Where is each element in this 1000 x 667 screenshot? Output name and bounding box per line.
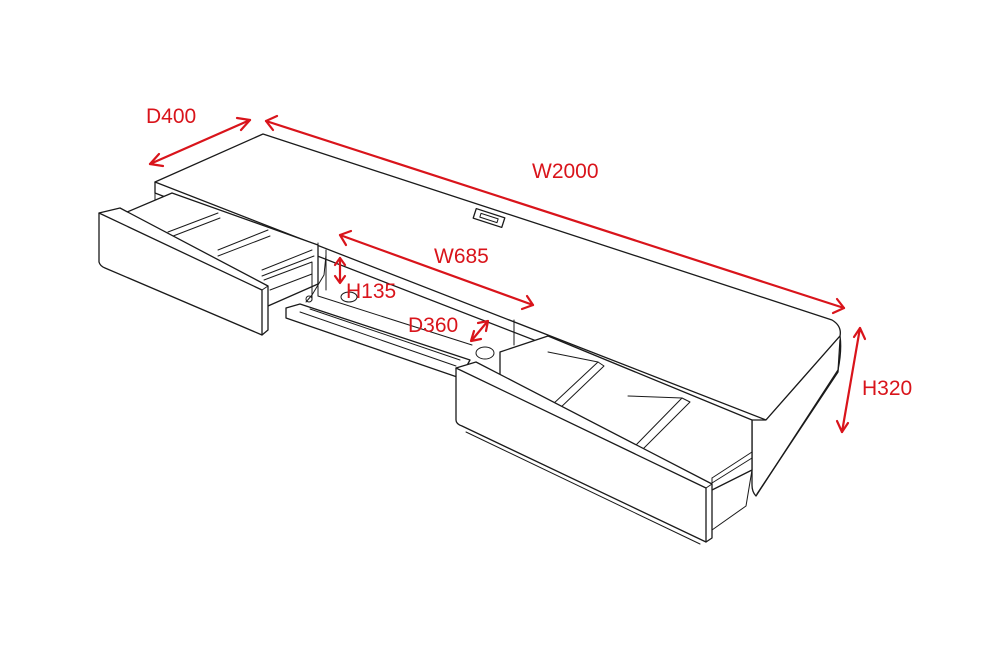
height-label: H320: [862, 377, 912, 400]
inner-width-arrow: [338, 229, 535, 311]
height-arrow: [835, 326, 867, 434]
cabinet-right-side: [751, 335, 842, 497]
left-drawer-front: [98, 207, 269, 336]
right-drawer: [455, 335, 753, 545]
left-drawer: [98, 192, 319, 336]
inner-height-label: H135: [346, 280, 396, 303]
cabinet-body: [154, 133, 842, 497]
inner-height-arrow: [333, 256, 347, 285]
depth-label: D400: [146, 105, 196, 128]
right-drawer-front: [455, 361, 713, 543]
inner-width-label: W685: [434, 245, 489, 268]
dimension-arrows: [148, 114, 867, 434]
inner-depth-arrow: [469, 319, 490, 343]
center-flap: [285, 303, 471, 379]
inner-depth-label: D360: [408, 314, 458, 337]
cable-hole-left: [340, 291, 358, 303]
width-label: W2000: [532, 160, 599, 183]
dimension-labels: D400 W2000 W685 H135 D360 H320: [146, 105, 912, 400]
width-arrow: [264, 114, 846, 315]
depth-arrow: [148, 116, 252, 168]
cable-hole-right: [475, 346, 495, 360]
